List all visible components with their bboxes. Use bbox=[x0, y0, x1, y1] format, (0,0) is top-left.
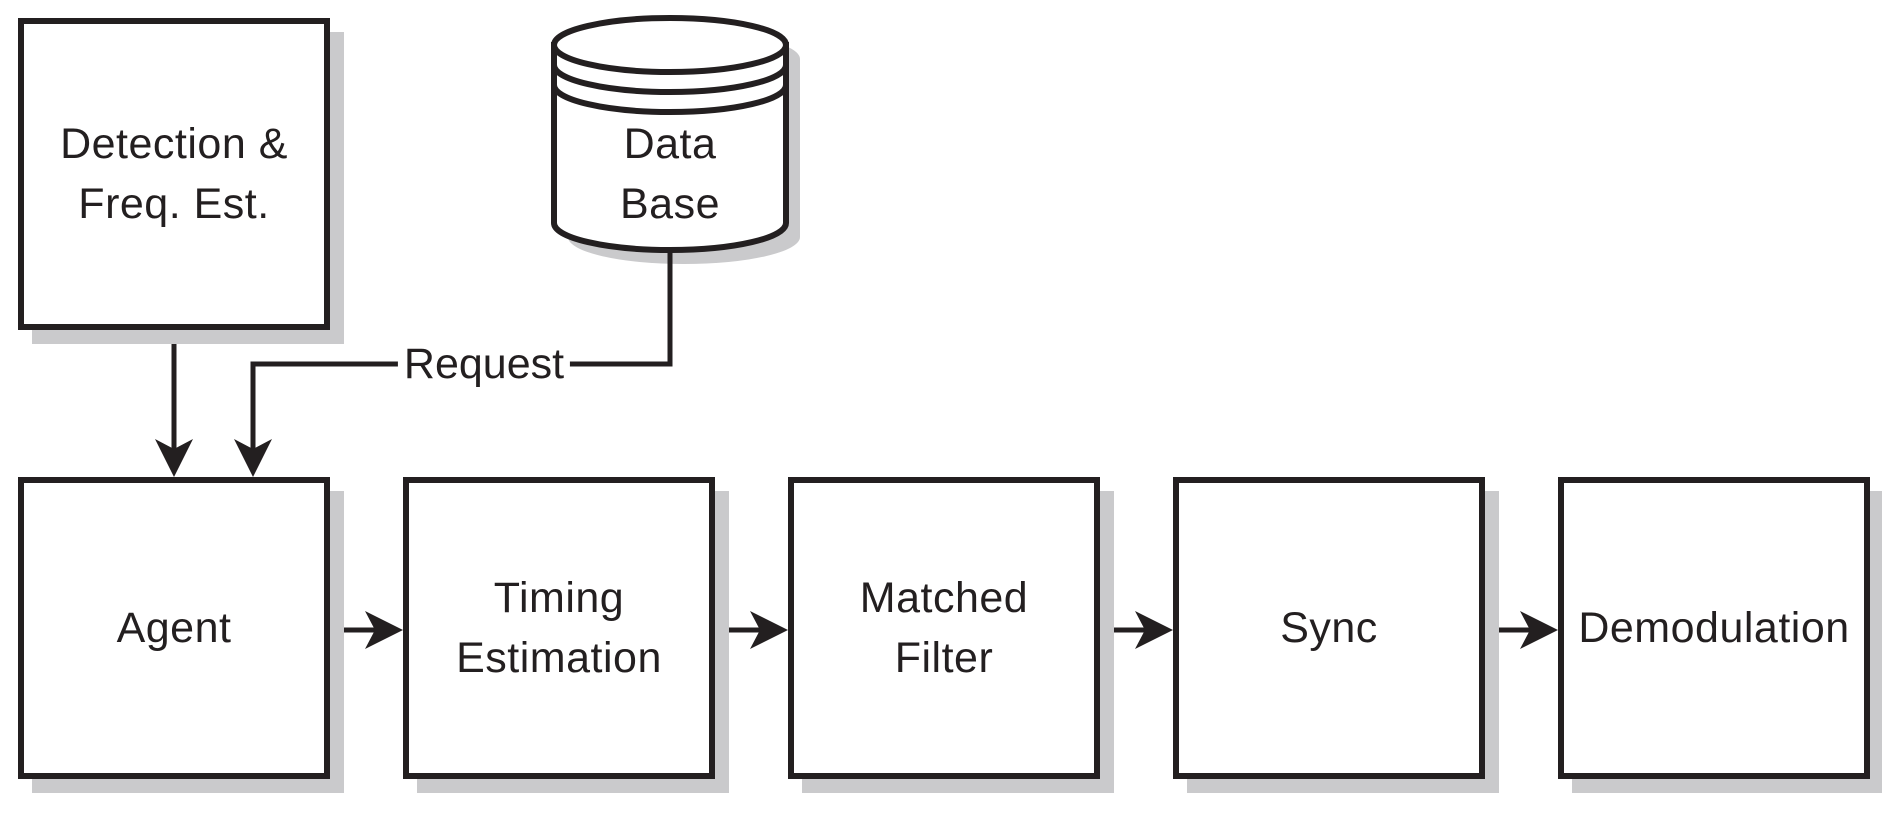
label-line: Detection & bbox=[60, 120, 288, 168]
arrowhead-agent-to-timing bbox=[365, 611, 403, 649]
node-timing-estimation: Timing Estimation bbox=[403, 477, 715, 779]
node-demodulation-label: Demodulation bbox=[1578, 598, 1849, 658]
node-agent: Agent bbox=[18, 477, 330, 779]
arrowhead-timing-to-matched bbox=[750, 611, 788, 649]
label-line: Base bbox=[619, 180, 720, 228]
label-line: Timing bbox=[493, 574, 625, 622]
node-matched-filter: Matched Filter bbox=[788, 477, 1100, 779]
label-line: Matched bbox=[859, 574, 1029, 622]
arrowhead-matched-to-sync bbox=[1135, 611, 1173, 649]
node-sync: Sync bbox=[1173, 477, 1485, 779]
node-database-label: Data Base bbox=[554, 92, 786, 256]
arrowhead-sync-to-demodulation bbox=[1520, 611, 1558, 649]
label-line: Demodulation bbox=[1578, 604, 1850, 652]
database-cylinder-icon bbox=[551, 15, 789, 253]
edge-label-request: Request bbox=[397, 341, 571, 387]
label-line: Agent bbox=[116, 604, 232, 652]
node-demodulation: Demodulation bbox=[1558, 477, 1870, 779]
node-detection-freq-est: Detection & Freq. Est. bbox=[18, 18, 330, 330]
node-agent-label: Agent bbox=[117, 598, 232, 658]
label-line: Filter bbox=[894, 634, 994, 682]
arrowhead-detection-to-agent bbox=[155, 439, 193, 477]
node-sync-label: Sync bbox=[1280, 598, 1378, 658]
label-line: Data bbox=[623, 120, 717, 168]
node-timing-estimation-label: Timing Estimation bbox=[456, 568, 662, 688]
arrowhead-database-to-agent bbox=[234, 439, 272, 477]
node-detection-freq-est-label: Detection & Freq. Est. bbox=[60, 114, 288, 234]
label-line: Freq. Est. bbox=[78, 180, 270, 228]
label-line: Sync bbox=[1280, 604, 1378, 652]
node-matched-filter-label: Matched Filter bbox=[860, 568, 1028, 688]
label-line: Estimation bbox=[456, 634, 662, 682]
